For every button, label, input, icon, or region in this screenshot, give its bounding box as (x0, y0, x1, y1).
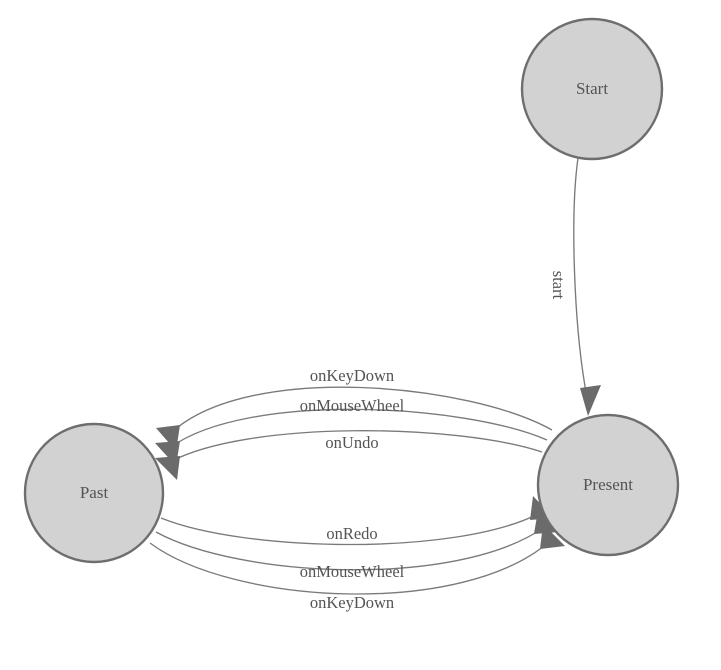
edge-past-to-present-onredo[interactable]: onRedo (160, 496, 554, 546)
edge-past-to-present-onmousewheel-label: onMouseWheel (300, 562, 405, 581)
edge-past-to-present-onkeydown-path (149, 541, 550, 595)
node-start-circle (520, 17, 664, 161)
node-present-label: Present (583, 475, 633, 494)
node-start-label: Start (576, 79, 608, 98)
edge-present-to-past-onundo-path (169, 430, 543, 463)
edge-present-to-past-onundo[interactable]: onUndo (155, 430, 543, 480)
edge-start-to-present[interactable]: start (549, 157, 601, 416)
edge-start-to-present-label: start (549, 271, 568, 300)
node-past-circle (23, 422, 165, 564)
edge-past-to-present-onredo-path (160, 513, 539, 546)
edge-present-to-past-onundo-arrowhead (155, 456, 180, 480)
edge-start-to-present-arrowhead (580, 385, 601, 416)
node-past-label: Past (80, 483, 109, 502)
node-past[interactable]: Past (23, 422, 165, 564)
node-present[interactable]: Present (536, 413, 680, 557)
node-present-circle (536, 413, 680, 557)
edge-past-to-present-onkeydown-arrowhead (540, 524, 565, 549)
node-start[interactable]: Start (520, 17, 664, 161)
edge-past-to-present-onmousewheel-path (155, 527, 544, 571)
edge-present-to-past-onundo-label: onUndo (325, 433, 378, 452)
edge-past-to-present-onmousewheel[interactable]: onMouseWheel (155, 510, 559, 581)
edge-past-to-present-onredo-label: onRedo (326, 524, 377, 543)
edge-present-to-past-onkeydown-path (171, 386, 553, 433)
edge-present-to-past-onmousewheel-label: onMouseWheel (300, 396, 405, 415)
edge-past-to-present-onkeydown[interactable]: onKeyDown (149, 524, 565, 612)
edge-past-to-present-onkeydown-label: onKeyDown (310, 593, 394, 612)
edge-start-to-present-path (573, 157, 587, 393)
edge-present-to-past-onmousewheel-path (170, 408, 548, 448)
edge-present-to-past-onkeydown-label: onKeyDown (310, 366, 394, 385)
